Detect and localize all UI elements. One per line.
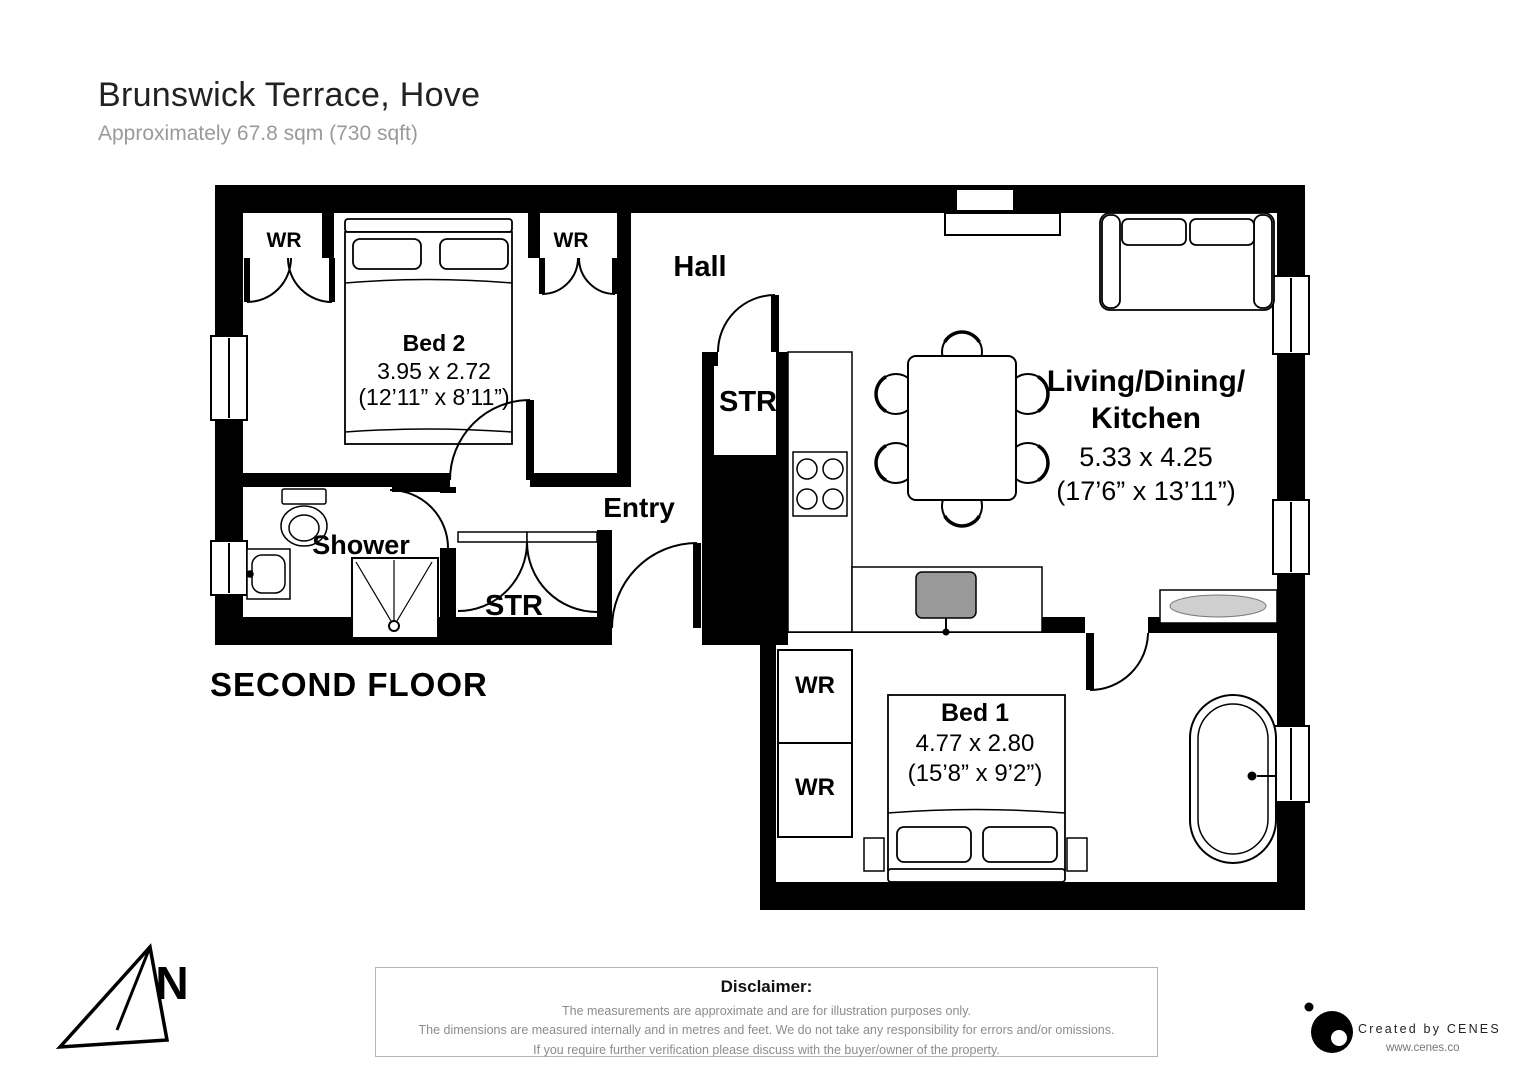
disclaimer-title: Disclaimer: bbox=[720, 977, 813, 996]
entry-label: Entry bbox=[603, 492, 675, 523]
bed1-door bbox=[1086, 632, 1149, 691]
plan-header: Brunswick Terrace, Hove Approximately 67… bbox=[98, 76, 480, 146]
page-title: Brunswick Terrace, Hove bbox=[98, 76, 481, 114]
shower-door bbox=[389, 484, 449, 549]
living-label-line2: Kitchen bbox=[1090, 402, 1202, 435]
cenes-logo-icon bbox=[1304, 1002, 1353, 1053]
bed2-door bbox=[449, 399, 534, 481]
branding-website: www.cenes.co bbox=[1386, 1042, 1460, 1054]
hob-icon bbox=[792, 451, 848, 517]
toilet-icon bbox=[280, 488, 328, 547]
bathtub-icon bbox=[1189, 694, 1277, 864]
bed2-dims-ft: (12’11” x 8’11”) bbox=[358, 384, 510, 410]
living-label-line1: Living/Dining/ bbox=[1046, 365, 1246, 398]
wall-recess bbox=[955, 188, 1015, 212]
page-subtitle: Approximately 67.8 sqm (730 sqft) bbox=[98, 122, 418, 145]
bed2-wr-left-doors bbox=[244, 257, 335, 303]
kitchen-sink-icon bbox=[915, 571, 977, 636]
bed1-dims-ft: (15’8” x 9’2”) bbox=[907, 760, 1043, 787]
wr-label-bed1-lower: WR bbox=[795, 774, 835, 801]
north-arrow-icon bbox=[55, 943, 170, 1050]
bed2-dims-m: 3.95 x 2.72 bbox=[377, 358, 491, 384]
basin-icon bbox=[246, 548, 291, 600]
wr-label-bed2-right: WR bbox=[553, 229, 589, 252]
entry-door bbox=[611, 542, 701, 629]
bed1-dims-m: 4.77 x 2.80 bbox=[915, 730, 1035, 757]
doors bbox=[244, 257, 1149, 691]
shower-label: Shower bbox=[312, 530, 410, 560]
disclaimer-line-2: The dimensions are measured internally a… bbox=[418, 1023, 1115, 1038]
shower-tray-icon bbox=[351, 557, 439, 639]
bed1-label: Bed 1 bbox=[940, 699, 1010, 727]
str-upper-label: STR bbox=[719, 386, 777, 418]
dining-chair-icon bbox=[1007, 442, 1050, 484]
living-dims-ft: (17’6” x 13’11”) bbox=[1056, 476, 1236, 506]
sofa-icon bbox=[1099, 212, 1275, 311]
wr-label-bed1-upper: WR bbox=[795, 672, 835, 699]
bed2-label: Bed 2 bbox=[402, 330, 466, 356]
bed2-double-bed-icon bbox=[344, 218, 513, 445]
radiator-icon bbox=[1159, 589, 1278, 624]
living-dims-m: 5.33 x 4.25 bbox=[1079, 442, 1213, 472]
wr-label-bed2-left: WR bbox=[266, 229, 302, 252]
bed2-wr-right-doors bbox=[539, 257, 618, 295]
str-double-doors bbox=[457, 531, 598, 613]
str-lower-label: STR bbox=[485, 590, 543, 622]
floor-level-label: SECOND FLOOR bbox=[210, 666, 488, 703]
disclaimer-box: Disclaimer: The measurements are approxi… bbox=[375, 967, 1158, 1057]
hall-label: Hall bbox=[673, 251, 727, 283]
bed1-double-bed-icon bbox=[863, 694, 1088, 883]
dining-table-icon bbox=[907, 355, 1017, 501]
disclaimer-line-3: If you require further verification plea… bbox=[533, 1042, 1000, 1057]
bed1-wardrobes bbox=[777, 649, 853, 838]
tv-unit-icon bbox=[944, 212, 1061, 236]
disclaimer-line-1: The measurements are approximate and are… bbox=[561, 1004, 971, 1018]
windows bbox=[210, 188, 1310, 803]
hall-str-door bbox=[717, 294, 779, 353]
north-label: N bbox=[155, 957, 189, 1009]
branding-created-by: Created by CENES bbox=[1358, 1022, 1501, 1036]
